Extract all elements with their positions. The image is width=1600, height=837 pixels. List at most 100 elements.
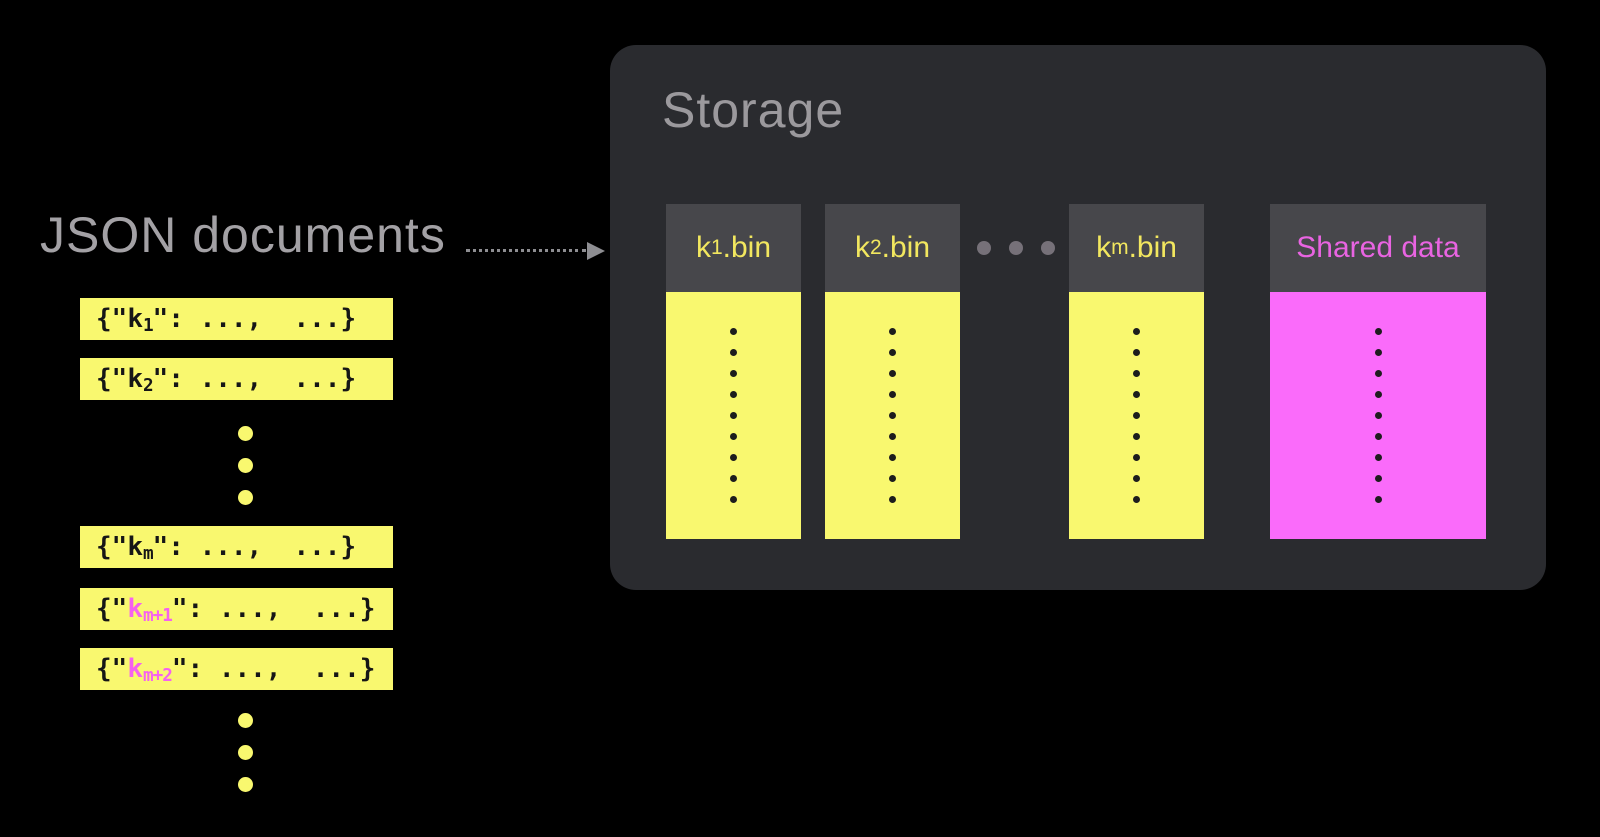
dot <box>889 433 896 440</box>
dot <box>1374 391 1382 398</box>
json-doc-bar-km1: {"km+1": ..., ...} <box>80 588 393 630</box>
dot <box>1009 241 1023 255</box>
bin-label: k <box>1096 231 1112 264</box>
dot <box>1374 328 1382 335</box>
dot <box>1374 475 1382 482</box>
dot <box>889 349 896 356</box>
ellipsis-dots-vertical-top <box>238 426 253 505</box>
dot <box>730 496 737 503</box>
dot <box>889 391 896 398</box>
dot <box>730 433 737 440</box>
dot <box>1133 475 1140 482</box>
doc-key-subscript: 2 <box>142 375 154 396</box>
dot <box>889 454 896 461</box>
dot <box>238 426 253 441</box>
shared-data-header: Shared data <box>1270 204 1486 292</box>
doc-key-pink: k <box>127 654 143 684</box>
doc-text: {" <box>96 304 128 334</box>
dot <box>1133 412 1140 419</box>
doc-text: ": ..., ...} <box>171 654 376 684</box>
dot <box>1374 496 1382 503</box>
bin-label-ext: .bin <box>722 231 772 264</box>
doc-text: {" <box>96 364 128 394</box>
storage-title: Storage <box>662 82 845 138</box>
dot <box>1133 370 1140 377</box>
dot <box>238 745 253 760</box>
doc-text: ": ..., ...} <box>152 532 357 562</box>
doc-text: ": ..., ...} <box>171 594 376 624</box>
bin-label-subscript: m <box>1111 236 1129 259</box>
dot <box>889 475 896 482</box>
dot <box>889 370 896 377</box>
shared-data-records <box>1270 292 1486 539</box>
doc-text: ": ..., ...} <box>152 304 357 334</box>
doc-key: k <box>127 364 143 394</box>
bin-label-ext: .bin <box>1128 231 1177 264</box>
bin-label-subscript: 1 <box>710 236 723 259</box>
doc-key-pink: k <box>127 594 143 624</box>
dot <box>889 496 896 503</box>
doc-key: k <box>127 304 143 334</box>
doc-text: {" <box>96 594 128 624</box>
dot <box>730 370 737 377</box>
json-doc-bar-k2: {"k2": ..., ...} <box>80 358 393 400</box>
bin-records-km <box>1069 292 1204 539</box>
bin-label-ext: .bin <box>881 231 931 264</box>
bin-label: k <box>854 231 870 264</box>
dot <box>1133 496 1140 503</box>
arrow-head-icon <box>587 242 605 260</box>
arrow-dotted-line <box>466 249 586 252</box>
dot <box>730 475 737 482</box>
doc-text: {" <box>96 532 128 562</box>
ellipsis-dots-vertical-bottom <box>238 713 253 792</box>
doc-key-subscript-pink: m+1 <box>142 605 173 626</box>
dot <box>238 458 253 473</box>
dot <box>1133 349 1140 356</box>
dot <box>1374 412 1382 419</box>
doc-text: ": ..., ...} <box>152 364 357 394</box>
dot <box>1133 391 1140 398</box>
doc-key-subscript: m <box>142 543 154 564</box>
json-documents-label: JSON documents <box>40 207 446 263</box>
ellipsis-dots-horizontal <box>977 241 1055 255</box>
bin-records-k2 <box>825 292 960 539</box>
bin-label: k <box>695 231 711 264</box>
dot <box>1041 241 1055 255</box>
dot <box>1133 433 1140 440</box>
dot <box>238 490 253 505</box>
dot <box>1133 328 1140 335</box>
doc-key: k <box>127 532 143 562</box>
dot <box>1374 454 1382 461</box>
dot <box>730 328 737 335</box>
dot <box>238 713 253 728</box>
dot <box>730 412 737 419</box>
dot <box>889 328 896 335</box>
dot <box>730 349 737 356</box>
dot <box>1133 454 1140 461</box>
bin-records-k1 <box>666 292 801 539</box>
json-doc-bar-km2: {"km+2": ..., ...} <box>80 648 393 690</box>
bin-label-subscript: 2 <box>869 236 882 259</box>
doc-key-subscript: 1 <box>142 315 154 336</box>
dot <box>977 241 991 255</box>
json-doc-bar-k1: {"k1": ..., ...} <box>80 298 393 340</box>
dot <box>730 454 737 461</box>
dot <box>730 391 737 398</box>
json-doc-bar-km: {"km": ..., ...} <box>80 526 393 568</box>
shared-data-column: Shared data <box>1270 204 1486 539</box>
dot <box>1374 433 1382 440</box>
doc-text: {" <box>96 654 128 684</box>
shared-data-label: Shared data <box>1296 231 1460 264</box>
dot <box>889 412 896 419</box>
dot <box>238 777 253 792</box>
doc-key-subscript-pink: m+2 <box>142 665 173 686</box>
dot <box>1374 349 1382 356</box>
